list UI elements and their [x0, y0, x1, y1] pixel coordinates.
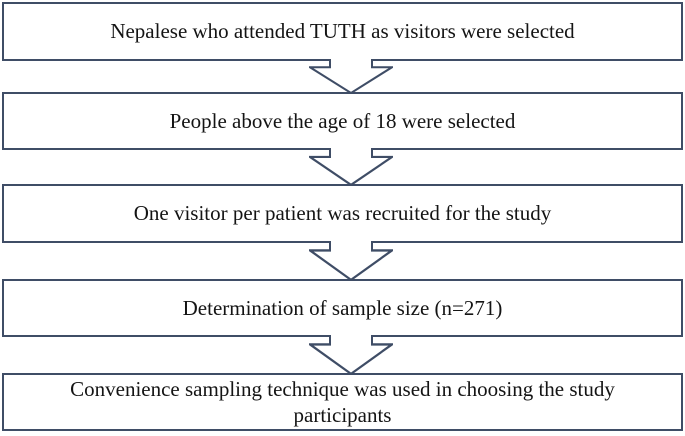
flow-step-5: Convenience sampling technique was used …: [2, 373, 683, 431]
down-arrow-icon: [309, 335, 393, 375]
flow-step-2-label: People above the age of 18 were selected: [169, 108, 516, 133]
flow-step-4: Determination of sample size (n=271): [2, 279, 683, 337]
flow-step-1: Nepalese who attended TUTH as visitors w…: [2, 2, 683, 61]
flow-step-5-label: Convenience sampling technique was used …: [70, 376, 615, 427]
flow-step-1-label: Nepalese who attended TUTH as visitors w…: [110, 19, 575, 44]
flow-step-3: One visitor per patient was recruited fo…: [2, 184, 683, 243]
down-arrow-icon: [309, 148, 393, 186]
down-arrow-icon: [309, 241, 393, 281]
flow-step-2: People above the age of 18 were selected: [2, 92, 683, 150]
flow-step-3-label: One visitor per patient was recruited fo…: [133, 201, 552, 226]
down-arrow-icon: [309, 59, 393, 94]
flow-step-4-label: Determination of sample size (n=271): [182, 295, 503, 320]
